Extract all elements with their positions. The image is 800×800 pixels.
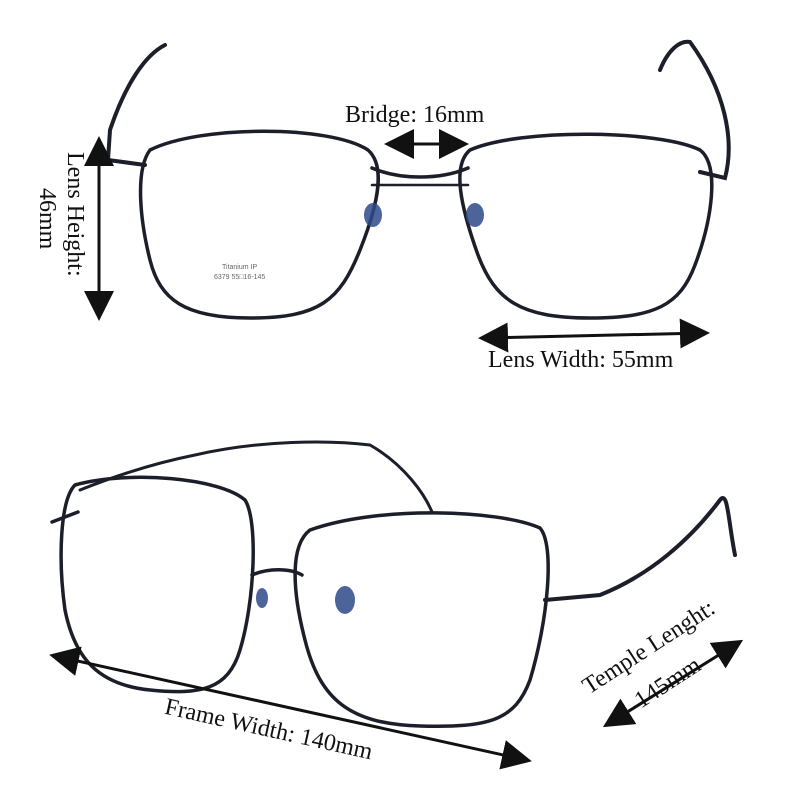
lens-width-arrow [478, 318, 710, 353]
lens-height-value: 46mm [34, 188, 60, 250]
right-temple [658, 39, 731, 181]
near-temple [543, 496, 737, 602]
bridge-3d [250, 568, 304, 577]
far-temple [78, 440, 434, 514]
right-lens-rim-3d [293, 511, 550, 729]
nose-pad [364, 203, 382, 227]
temple-length-arrow [602, 639, 744, 728]
bridge [370, 166, 470, 179]
lens-print-line2: 6379 55□16-145 [214, 274, 266, 281]
left-temple [105, 43, 167, 167]
nose-pad [256, 588, 268, 608]
frame-width-arrow [49, 646, 532, 770]
left-lens-rim-3d [59, 475, 255, 694]
lens-width-label: Lens Width: 55mm [488, 347, 674, 373]
front-view-glasses [105, 39, 731, 320]
lens-height-label: Lens Height: [62, 152, 88, 277]
right-lens-rim [458, 132, 714, 320]
nose-pad [466, 203, 484, 227]
lens-print-line1: Titanium IP [222, 264, 258, 271]
bridge-label: Bridge: 16mm [345, 102, 485, 128]
left-lens-rim [138, 129, 380, 320]
perspective-view-glasses [50, 440, 737, 729]
nose-pad [335, 586, 355, 614]
